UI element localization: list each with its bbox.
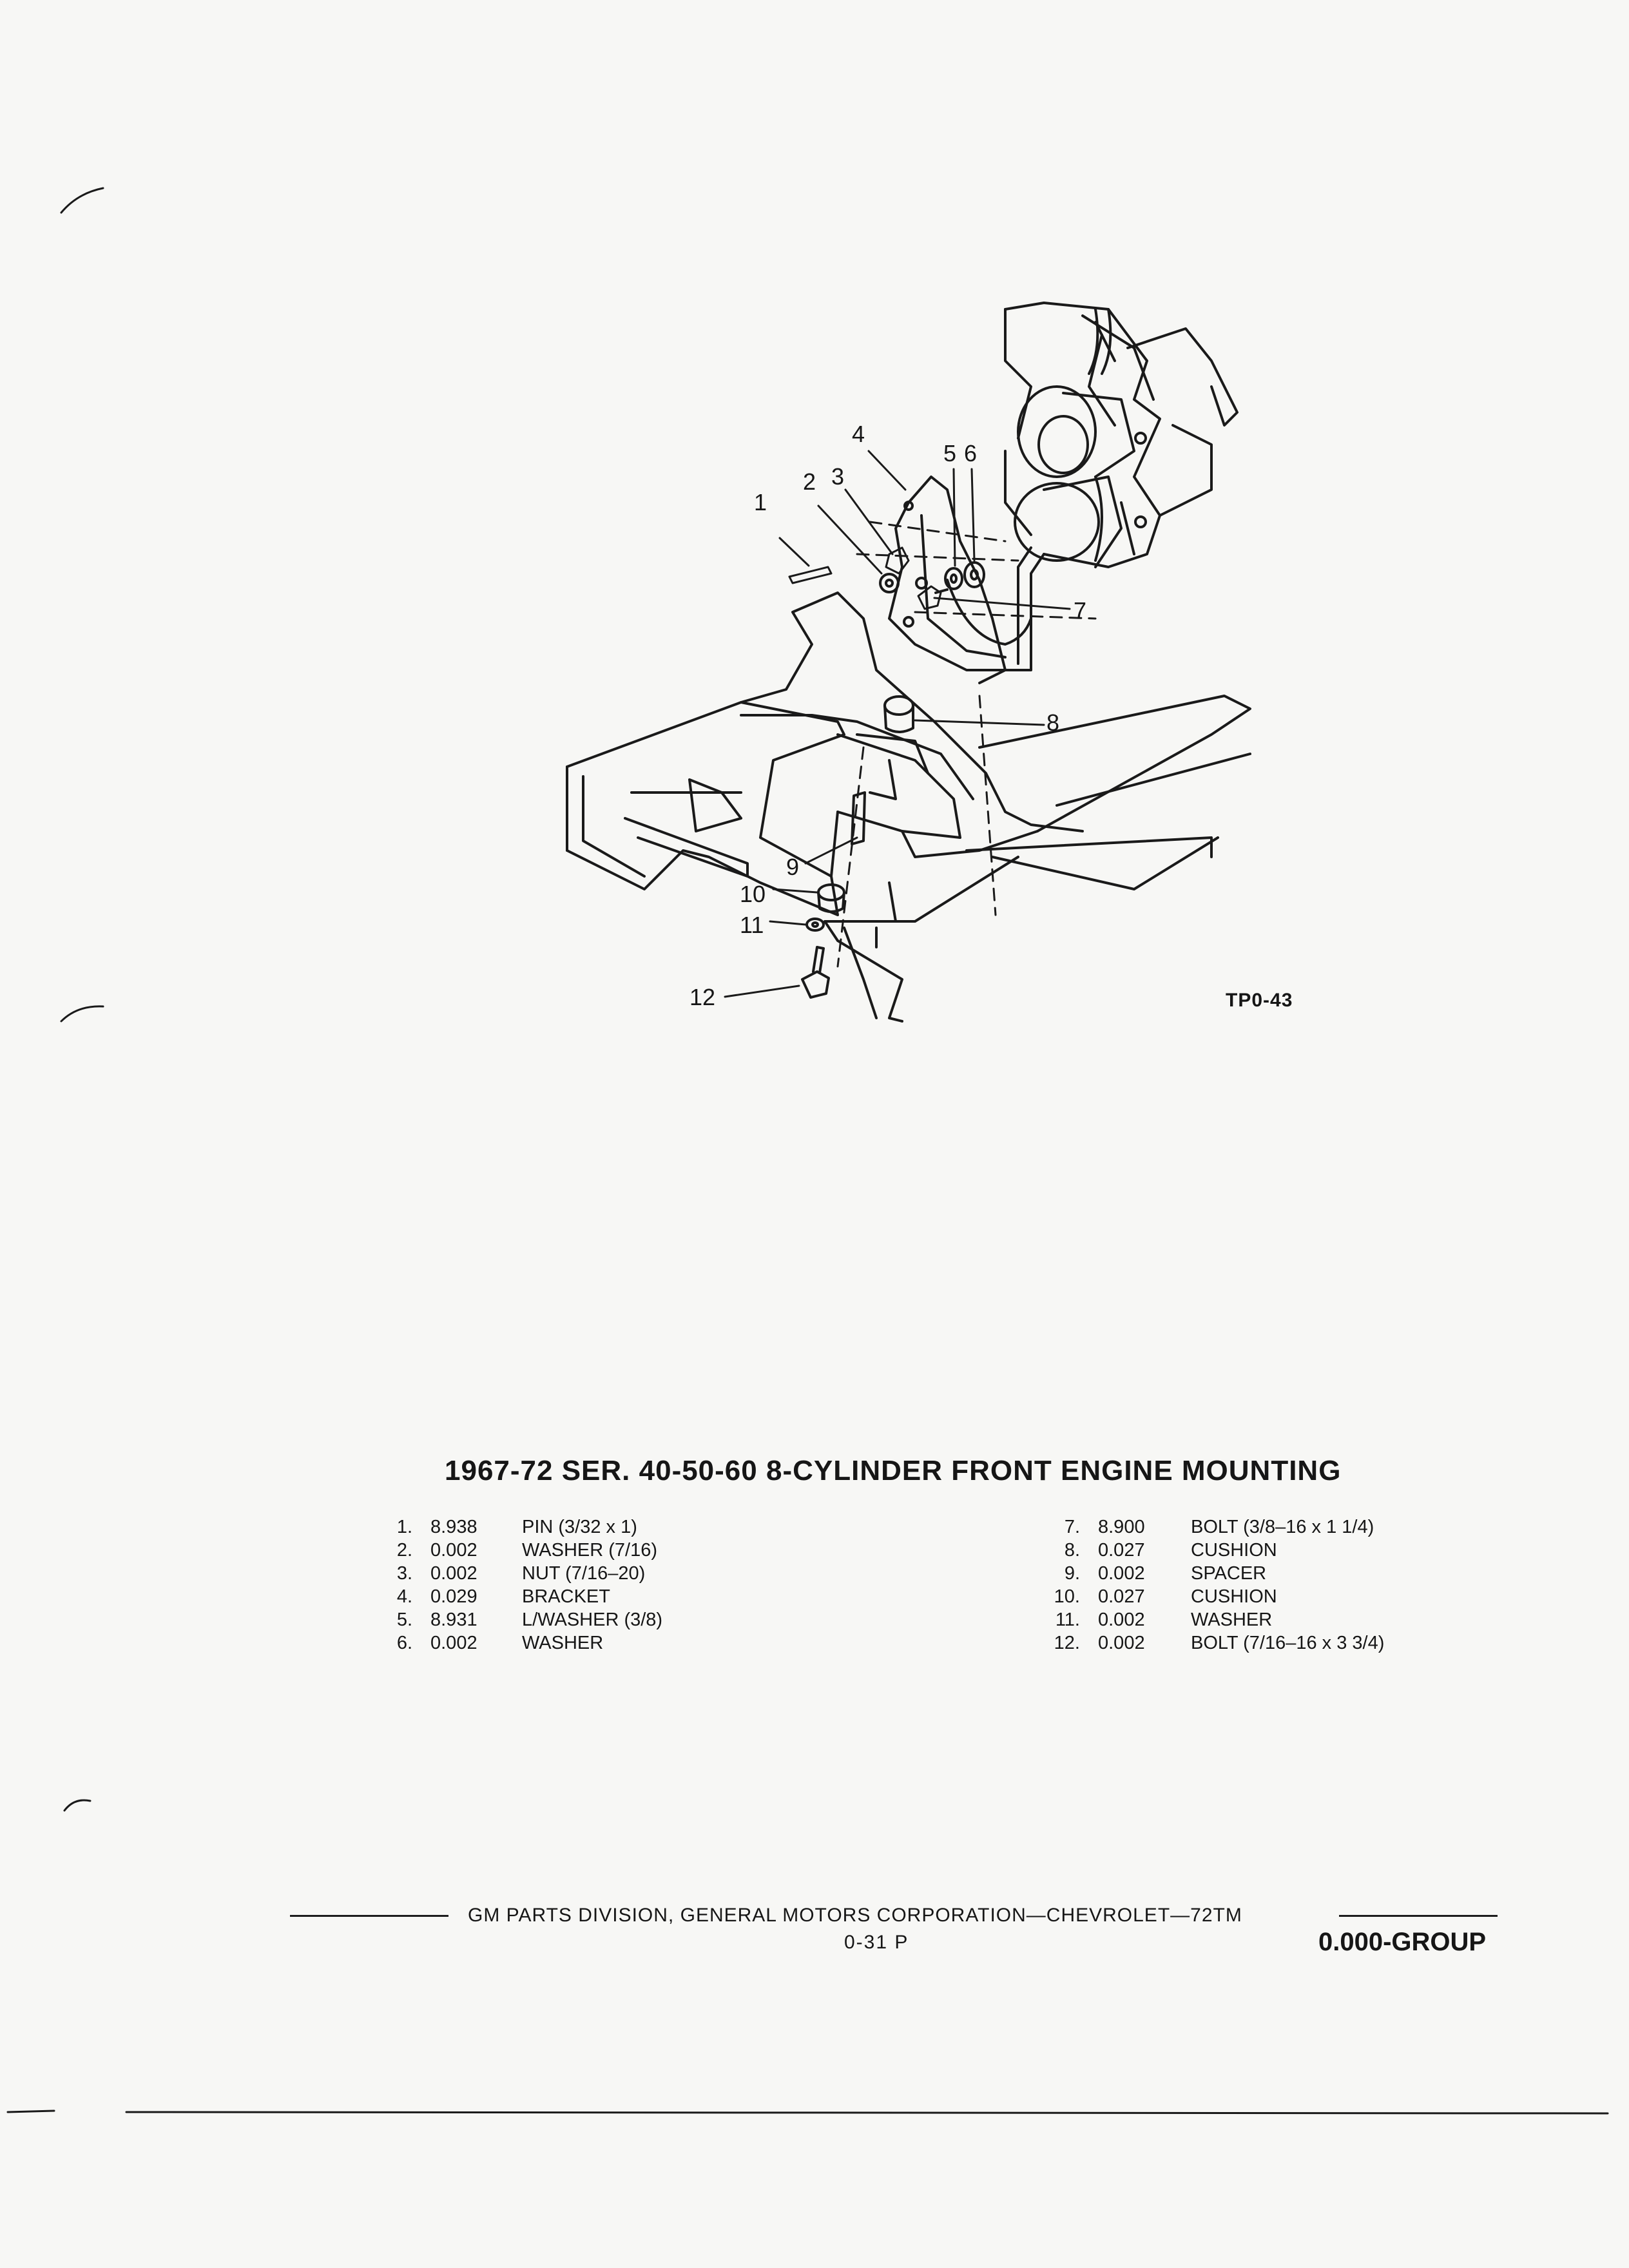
- callout-10: 10: [740, 881, 766, 907]
- callout-4: 4: [852, 421, 865, 447]
- footer-publisher: GM PARTS DIVISION, GENERAL MOTORS CORPOR…: [468, 1905, 1242, 1926]
- callout-1: 1: [754, 489, 767, 515]
- callout-7: 7: [1074, 597, 1087, 624]
- footer-rule-right: [1339, 1915, 1498, 1917]
- group-code: 0.000-GROUP: [1318, 1928, 1487, 1956]
- footer-rule-left: [290, 1915, 448, 1917]
- page-title: 1967-72 SER. 40-50-60 8-CYLINDER FRONT E…: [445, 1455, 1342, 1486]
- callout-9: 9: [786, 854, 800, 880]
- callout-6: 6: [964, 440, 978, 466]
- callout-11: 11: [740, 912, 764, 938]
- callout-8: 8: [1046, 709, 1060, 736]
- callout-5: 5: [943, 440, 957, 466]
- callout-12: 12: [689, 984, 716, 1010]
- callout-2: 2: [803, 468, 816, 495]
- page-number: 0-31 P: [844, 1932, 909, 1953]
- callout-3: 3: [831, 463, 845, 490]
- figure-reference: TP0-43: [1226, 990, 1293, 1011]
